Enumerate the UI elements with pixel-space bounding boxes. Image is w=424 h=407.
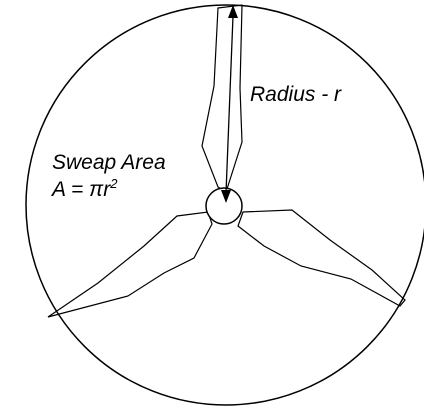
blade-top (201, 4, 243, 193)
radius-label: Radius - r (250, 83, 342, 106)
radius-arrow-line (225, 15, 234, 194)
sweep-area-circle (25, 4, 424, 406)
radius-arrowhead-top (228, 5, 238, 18)
blade-lower-right (237, 209, 406, 307)
radius-arrowhead-bottom (221, 190, 231, 203)
blade-lower-left (47, 211, 213, 318)
sweep-area-label: Sweap Area (52, 151, 166, 174)
turbine-hub (205, 187, 243, 225)
area-formula: A = πr2 (52, 176, 118, 201)
area-formula-exponent: 2 (110, 176, 118, 191)
area-formula-base: A = πr (52, 178, 111, 201)
